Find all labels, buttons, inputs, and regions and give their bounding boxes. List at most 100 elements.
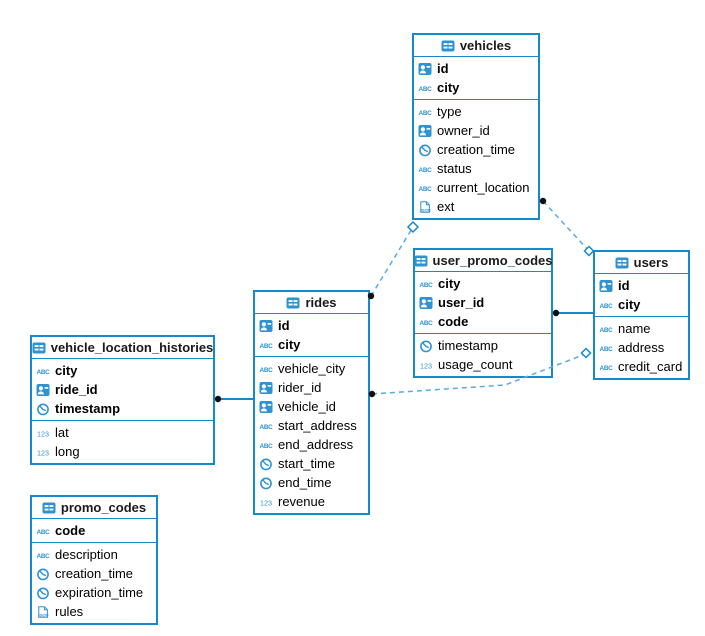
column-row[interactable]: creation_time (32, 564, 156, 583)
columns-section: vehicle_city rider_id vehicle_id start_a… (255, 357, 368, 513)
pk-column-row[interactable]: city (595, 295, 688, 314)
pk-column-row[interactable]: code (32, 521, 156, 540)
table-icon (42, 501, 56, 515)
column-name: revenue (278, 494, 325, 509)
pk-column-row[interactable]: ride_id (32, 380, 213, 399)
column-row[interactable]: revenue (255, 492, 368, 511)
pk-column-row[interactable]: city (415, 274, 551, 293)
text-type-icon (36, 548, 50, 562)
pk-column-row[interactable]: id (255, 316, 368, 335)
column-row[interactable]: status (414, 159, 538, 178)
column-row[interactable]: credit_card (595, 357, 688, 376)
column-row[interactable]: rules (32, 602, 156, 621)
table-vehicles[interactable]: vehicles id city type owner_id c (412, 33, 540, 220)
table-header[interactable]: promo_codes (32, 497, 156, 519)
columns-section: lat long (32, 421, 213, 463)
table-vehicle-location-histories[interactable]: vehicle_location_histories city ride_id … (30, 335, 215, 465)
column-name: long (55, 444, 80, 459)
column-name: rules (55, 604, 84, 619)
text-type-icon (259, 338, 273, 352)
relationship-vehicles-users[interactable] (542, 200, 590, 252)
column-row[interactable]: vehicle_city (255, 359, 368, 378)
reference-type-icon (418, 62, 432, 76)
table-icon (414, 254, 428, 268)
column-name: id (278, 318, 290, 333)
pk-column-row[interactable]: city (32, 361, 213, 380)
pk-column-row[interactable]: id (414, 59, 538, 78)
table-name: rides (305, 295, 337, 310)
primary-key-section: city user_id code (415, 272, 551, 334)
columns-section: timestamp usage_count (415, 334, 551, 376)
reference-type-icon (599, 279, 613, 293)
pk-column-row[interactable]: code (415, 312, 551, 331)
number-type-icon (36, 445, 50, 459)
table-icon (615, 256, 629, 270)
column-row[interactable]: address (595, 338, 688, 357)
table-header[interactable]: vehicles (414, 35, 538, 57)
relationship-rides-vehicles[interactable] (370, 226, 414, 297)
column-name: usage_count (438, 357, 513, 372)
column-row[interactable]: creation_time (414, 140, 538, 159)
pk-column-row[interactable]: city (255, 335, 368, 354)
column-row[interactable]: type (414, 102, 538, 121)
table-header[interactable]: vehicle_location_histories (32, 337, 213, 359)
primary-key-section: city ride_id timestamp (32, 359, 213, 421)
column-row[interactable]: lat (32, 423, 213, 442)
column-row[interactable]: description (32, 545, 156, 564)
column-name: owner_id (437, 123, 490, 138)
column-row[interactable]: rider_id (255, 378, 368, 397)
column-name: city (438, 276, 461, 291)
number-type-icon (259, 495, 273, 509)
column-row[interactable]: ext (414, 197, 538, 216)
column-name: timestamp (438, 338, 498, 353)
column-row[interactable]: timestamp (415, 336, 551, 355)
table-header[interactable]: user_promo_codes (414, 250, 553, 272)
column-name: city (618, 297, 641, 312)
column-row[interactable]: vehicle_id (255, 397, 368, 416)
columns-section: name address credit_card (595, 317, 688, 378)
table-icon (286, 296, 300, 310)
column-row[interactable]: expiration_time (32, 583, 156, 602)
text-type-icon (599, 360, 613, 374)
column-row[interactable]: name (595, 319, 688, 338)
endpoint-dot (539, 197, 547, 205)
table-users[interactable]: users id city name address credi (593, 250, 690, 380)
reference-type-icon (36, 383, 50, 397)
table-header[interactable]: users (595, 252, 688, 274)
table-rides[interactable]: rides id city vehicle_city rider_id (253, 290, 370, 515)
column-row[interactable]: current_location (414, 178, 538, 197)
column-row[interactable]: start_time (255, 454, 368, 473)
column-name: vehicle_id (278, 399, 336, 414)
table-name: user_promo_codes (432, 253, 553, 268)
table-name: users (633, 255, 669, 270)
pk-column-row[interactable]: user_id (415, 293, 551, 312)
text-type-icon (418, 162, 432, 176)
pk-column-row[interactable]: id (595, 276, 688, 295)
pk-column-row[interactable]: city (414, 78, 538, 97)
json-type-icon (418, 200, 432, 214)
column-name: end_address (278, 437, 354, 452)
column-name: vehicle_city (278, 361, 346, 376)
text-type-icon (418, 105, 432, 119)
endpoint-dot (552, 309, 560, 317)
column-name: credit_card (618, 359, 683, 374)
column-row[interactable]: long (32, 442, 213, 461)
column-row[interactable]: start_address (255, 416, 368, 435)
reference-type-icon (259, 381, 273, 395)
column-name: status (437, 161, 472, 176)
pk-column-row[interactable]: timestamp (32, 399, 213, 418)
column-row[interactable]: end_address (255, 435, 368, 454)
table-header[interactable]: rides (255, 292, 368, 314)
reference-type-icon (418, 124, 432, 138)
column-name: timestamp (55, 401, 121, 416)
text-type-icon (259, 362, 273, 376)
column-name: city (437, 80, 460, 95)
column-row[interactable]: usage_count (415, 355, 551, 374)
table-promo-codes[interactable]: promo_codes code description creation_ti… (30, 495, 158, 625)
column-row[interactable]: end_time (255, 473, 368, 492)
column-name: expiration_time (55, 585, 144, 600)
reference-type-icon (259, 319, 273, 333)
column-row[interactable]: owner_id (414, 121, 538, 140)
table-user-promo-codes[interactable]: user_promo_codes city user_id code times… (413, 248, 553, 378)
